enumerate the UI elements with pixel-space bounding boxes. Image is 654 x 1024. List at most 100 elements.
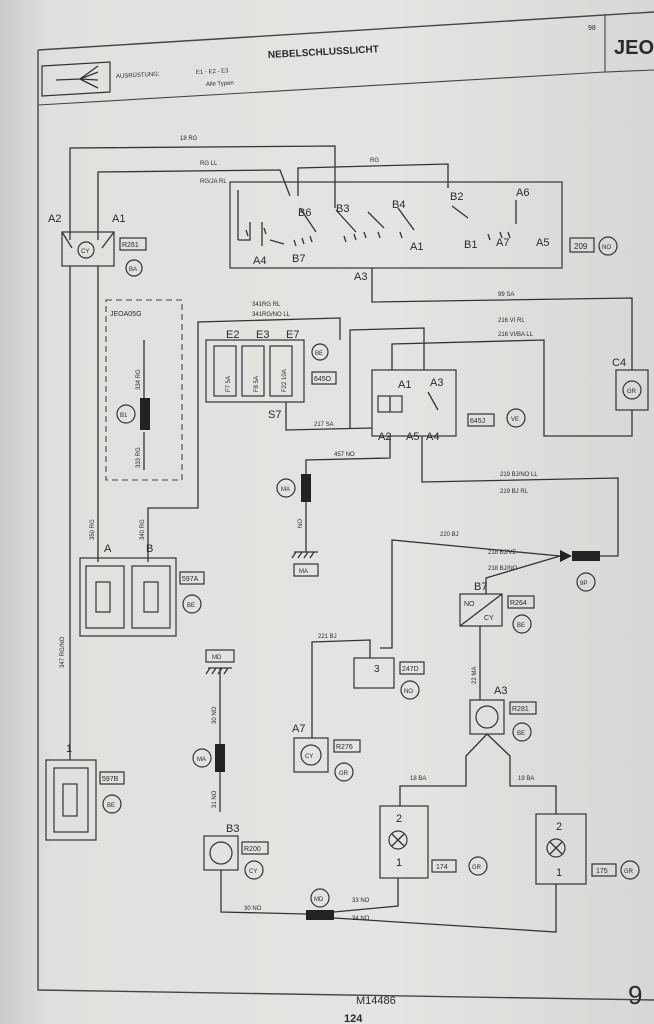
ref-box-r276 — [333, 739, 361, 753]
md-label: MD — [212, 655, 222, 661]
label-216viba: 216 VI/BA LL — [498, 332, 534, 338]
ref-box-645j — [467, 413, 495, 427]
pin-174-2: 2 — [396, 813, 402, 825]
ma-label: MA — [299, 569, 308, 575]
drawing-number: M14486 — [356, 995, 396, 1007]
lamp-174-bulb — [388, 830, 408, 850]
r276-box — [293, 737, 329, 773]
color-circle-247d — [400, 680, 420, 700]
r261-inner: CY — [81, 249, 89, 255]
vehicle-types: Alle Typen — [206, 81, 234, 88]
label-18ba: 18 BA — [410, 776, 426, 782]
fuse-f8-label: F8 5A — [254, 376, 260, 392]
ref-645j: 645J — [470, 418, 485, 425]
ref-174: 174 — [436, 864, 448, 871]
pin-209-b4: B4 — [392, 199, 405, 211]
code-9p: 9P — [580, 581, 587, 587]
jeoa05g-conn: B1 — [120, 413, 128, 419]
label-34no: 34 NO — [352, 916, 370, 922]
wire-rg — [297, 163, 449, 196]
wire-219bj — [421, 436, 619, 557]
pin-r200-b3: B3 — [226, 823, 239, 835]
wire-18ba — [399, 733, 488, 806]
label-347rgno: 347 RG/NO — [60, 636, 66, 668]
pin-r261-a2: A2 — [48, 213, 61, 225]
color-r281: BE — [517, 731, 525, 737]
wire-relay-feed — [349, 327, 425, 428]
color-c4: GR — [627, 389, 637, 395]
pin-r261-a1: A1 — [112, 213, 125, 225]
pin-r276-a7: A7 — [292, 723, 305, 735]
r276-circle — [300, 744, 322, 766]
ref-box-r264 — [507, 595, 535, 609]
title-block-border — [37, 14, 654, 106]
pin-209-b3: B3 — [336, 203, 349, 215]
pin-597a-b: B — [146, 543, 153, 555]
diagram-title: NEBELSCHLUSSLICHT — [268, 44, 380, 61]
label-30no: 30 NO — [212, 706, 218, 724]
page-number: 124 — [344, 1013, 363, 1024]
ma-label-box — [293, 563, 319, 577]
c4-box — [615, 369, 649, 411]
label-99sa: 99 SA — [498, 292, 514, 298]
md-code: MD — [314, 897, 324, 903]
label-220bj: 220 BJ — [440, 532, 459, 538]
wire-30no-bottom — [220, 870, 307, 915]
wire-33no — [333, 878, 399, 913]
fuse-597a-right — [131, 565, 171, 629]
wire-19ba — [486, 733, 557, 814]
label-rgja-rl: RG/JA RL — [200, 179, 227, 185]
fuse-597b-inner — [53, 767, 89, 833]
pin-597b-1: 1 — [66, 743, 72, 755]
pin-175-2: 2 — [556, 821, 562, 833]
label-30no-bottom: 30 NO — [244, 906, 262, 912]
pin-209-b7: B7 — [292, 253, 305, 265]
color-circle-r200 — [244, 860, 264, 880]
ma2-code: MA — [197, 757, 206, 763]
wire-18rg — [69, 145, 336, 240]
wire-rg-ll — [97, 169, 291, 240]
r281-circle — [475, 705, 499, 729]
equipment-value: E1 - E2 - E3 — [196, 68, 230, 76]
ref-box-209 — [569, 237, 595, 253]
ref-box-174 — [431, 859, 457, 873]
color-r264: BE — [517, 623, 525, 629]
pin-209-b2: B2 — [450, 191, 463, 203]
label-no: NO — [298, 519, 304, 528]
color-645o: BE — [315, 351, 323, 357]
switch-209-terminals — [245, 227, 511, 247]
color-247d: NO — [404, 689, 413, 695]
color-r261: BA — [129, 267, 137, 273]
corner-mark: 9 — [628, 980, 642, 1010]
label-33no: 33 NO — [352, 898, 370, 904]
connector-9p-arrow — [560, 550, 572, 562]
color-597a: BE — [187, 603, 195, 609]
ref-box-r200 — [241, 841, 269, 855]
wire-216vi — [391, 339, 633, 437]
color-r276: GR — [339, 771, 349, 777]
pin-645j-a2: A2 — [378, 431, 391, 443]
r264-diagonal — [459, 593, 503, 627]
color-circle-175 — [620, 860, 640, 880]
label-219bjno: 219 BJ/NO LL — [500, 472, 538, 478]
color-circle-r276 — [334, 762, 354, 782]
lamp-175-cross — [549, 841, 563, 855]
color-circle-r281 — [512, 722, 532, 742]
pin-645j-a1: A1 — [398, 379, 411, 391]
pin-209-b1: B1 — [464, 239, 477, 251]
ref-645o: 645O — [314, 376, 332, 383]
color-597b: BE — [107, 803, 115, 809]
r261-lines — [61, 231, 115, 249]
relay-contacts — [389, 391, 439, 412]
equipment-label: AUSRÜSTUNG: — [116, 71, 160, 80]
pin-209-a6: A6 — [516, 187, 529, 199]
color-circle-9p — [576, 572, 596, 592]
pin-645o-e2: E2 — [226, 329, 239, 341]
pin-645o-s7: S7 — [268, 409, 281, 421]
pin-r264-b7: B7 — [474, 581, 487, 593]
ref-r200: R200 — [244, 846, 261, 853]
label-334rg: 334 RG — [136, 369, 142, 390]
label-341rg: 341RG RL — [252, 302, 281, 308]
ref-175: 175 — [596, 868, 608, 875]
